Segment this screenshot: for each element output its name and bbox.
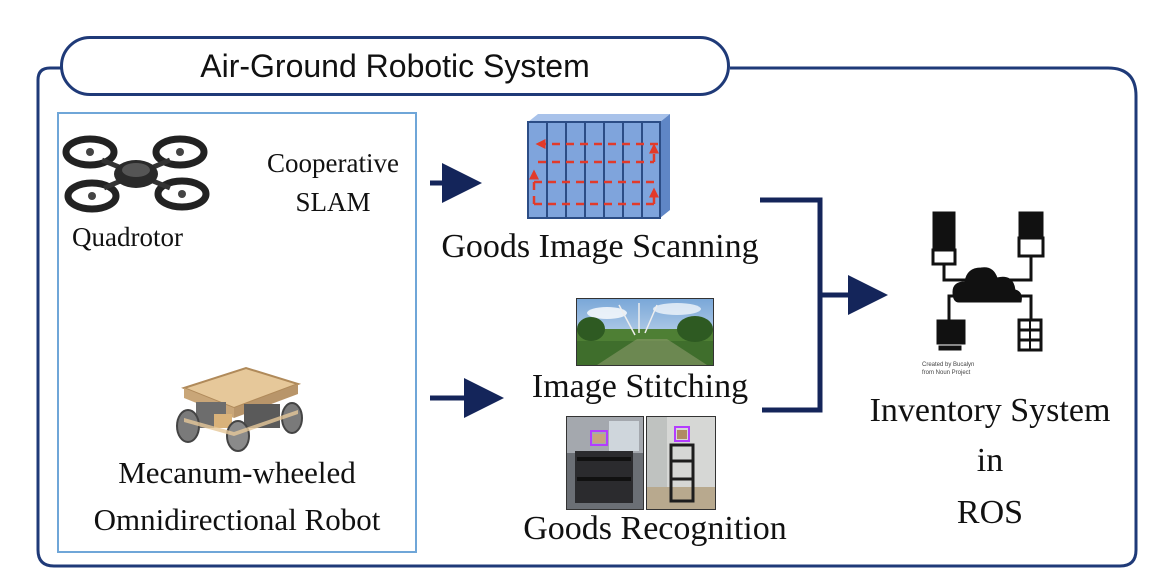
quadrotor-label: Quadrotor [72, 222, 183, 252]
icon-credit-line1: Created by Bucalyn [922, 362, 975, 368]
robot-label-line2: Omnidirectional Robot [93, 502, 381, 537]
slam-label-line2: SLAM [295, 187, 371, 217]
icon-credit-line2: from Noun Project [922, 370, 971, 376]
system-label-line1: Inventory System [869, 392, 1111, 429]
robot-label-line1: Mecanum-wheeled [118, 455, 356, 490]
cloud-network-icon [931, 211, 1045, 352]
slam-label-line1: Cooperative [267, 148, 399, 178]
outer-frame [36, 66, 1138, 568]
recognition-label: Goods Recognition [523, 510, 787, 547]
diagram-title: Air-Ground Robotic System [200, 47, 590, 84]
merge-line-bottom [762, 295, 823, 413]
merge-line-top [760, 197, 823, 295]
mecanum-robot-image [176, 366, 303, 452]
stitching-label: Image Stitching [531, 368, 749, 405]
recognition-photo-1 [566, 416, 644, 510]
quadrotor-image [62, 135, 210, 213]
robots-panel [57, 112, 417, 553]
scanning-label: Goods Image Scanning [441, 228, 759, 265]
system-label-line2: in [976, 442, 1004, 479]
system-label-line3: ROS [956, 494, 1024, 531]
shelf-scanning-image [527, 114, 670, 219]
panorama-image [576, 298, 714, 366]
title-pill: Air-Ground Robotic System [60, 36, 730, 96]
recognition-photo-2 [646, 416, 716, 510]
